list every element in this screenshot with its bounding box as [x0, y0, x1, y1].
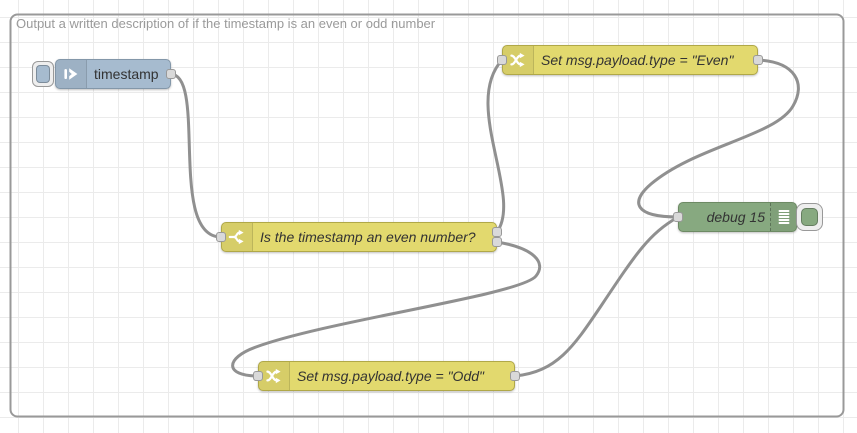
output-port[interactable] — [492, 237, 502, 247]
change-swap-icon — [259, 362, 290, 390]
input-port[interactable] — [673, 212, 683, 222]
output-port[interactable] — [510, 371, 520, 381]
node-label: debug 15 — [706, 209, 765, 225]
wire-timestamp-inject-to-is-even-switch[interactable] — [169, 72, 223, 239]
input-port[interactable] — [216, 232, 226, 242]
input-port[interactable] — [497, 55, 507, 65]
node-is-even-switch[interactable]: Is the timestamp an even number? — [221, 222, 497, 252]
output-port[interactable] — [166, 69, 176, 79]
inject-arrow-icon — [56, 60, 87, 88]
node-label: Set msg.payload.type = "Even" — [541, 52, 734, 68]
wire-set-type-odd-to-debug-15[interactable] — [513, 215, 680, 378]
debug-toggle-button-inner — [801, 208, 818, 226]
node-label: Set msg.payload.type = "Odd" — [297, 368, 484, 384]
output-port[interactable] — [492, 227, 502, 237]
node-label: Is the timestamp an even number? — [260, 229, 476, 245]
wire-set-type-even-to-debug-15[interactable] — [637, 58, 800, 219]
node-set-type-odd[interactable]: Set msg.payload.type = "Odd" — [258, 361, 515, 391]
inject-button[interactable] — [32, 61, 54, 87]
input-port[interactable] — [253, 371, 263, 381]
wire-is-even-switch-to-set-type-even[interactable] — [486, 58, 506, 234]
switch-fork-icon — [222, 223, 253, 251]
debug-lines-icon — [770, 203, 796, 231]
node-debug-15[interactable]: debug 15 — [678, 202, 797, 232]
node-set-type-even[interactable]: Set msg.payload.type = "Even" — [502, 45, 758, 75]
node-label: timestamp — [94, 66, 159, 82]
node-timestamp-inject[interactable]: timestamp — [55, 59, 171, 89]
flow-group-outline[interactable] — [9, 13, 845, 418]
change-swap-icon — [503, 46, 534, 74]
wire-is-even-switch-to-set-type-odd[interactable] — [231, 240, 542, 378]
inject-button-inner — [36, 65, 50, 83]
output-port[interactable] — [753, 55, 763, 65]
flow-group-label: Output a written description of if the t… — [16, 16, 436, 31]
debug-toggle-button[interactable] — [796, 203, 823, 231]
